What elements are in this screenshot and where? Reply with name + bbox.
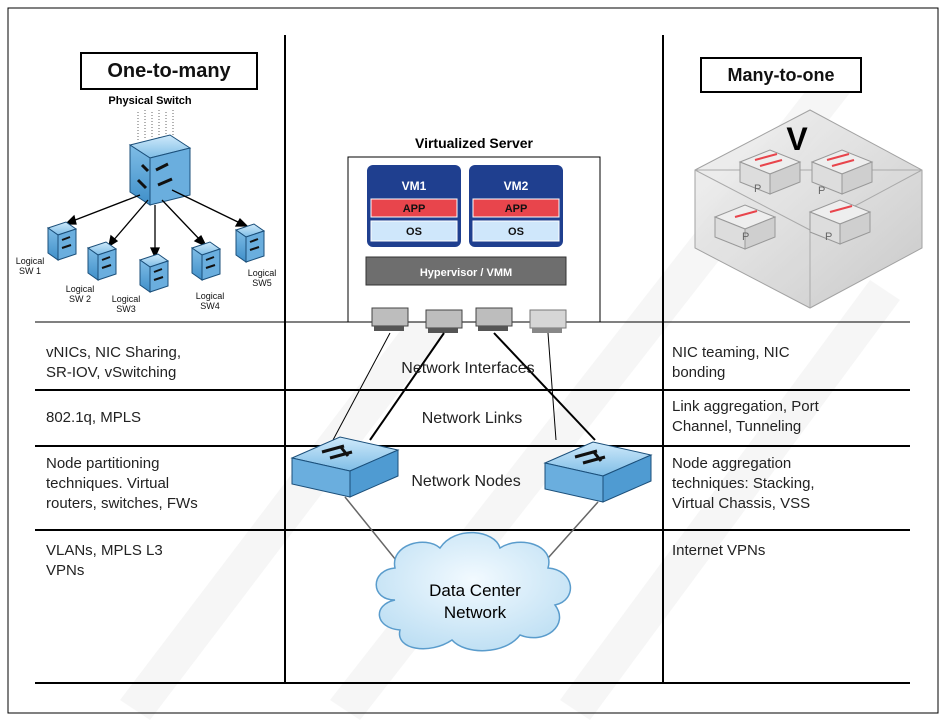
hypervisor-bar xyxy=(365,256,567,286)
right-row-1-line-1: NIC teaming, NIC xyxy=(672,344,790,361)
outer-frame xyxy=(7,7,939,714)
logical-sw4-line2: SW4 xyxy=(200,301,220,311)
hypervisor-label: Hypervisor / VMM xyxy=(420,267,512,279)
module-p-label-3: P xyxy=(742,231,749,243)
virtualized-server xyxy=(347,156,601,323)
network-node-right xyxy=(543,441,653,503)
data-center-cloud xyxy=(375,531,572,652)
cloud-label-line2: Network xyxy=(444,603,507,622)
network-node-left xyxy=(290,436,400,498)
logical-sw1-line2: SW 1 xyxy=(19,266,41,276)
right-row-1-line-2: bonding xyxy=(672,364,726,381)
left-row-4: VLANs, MPLS L3 VPNs xyxy=(46,541,163,581)
vm1-app-label: APP xyxy=(403,203,426,215)
right-row-2-line-2: Channel, Tunneling xyxy=(672,418,802,435)
right-row-4-line-1: Internet VPNs xyxy=(672,542,766,559)
network-interfaces-label: Network Interfaces xyxy=(401,360,534,377)
right-row-3-line-1: Node aggregation xyxy=(672,455,792,472)
cloud-label-line1: Data Center xyxy=(429,581,521,600)
right-row-1: NIC teaming, NIC bonding xyxy=(672,343,790,383)
nic-cards xyxy=(371,307,567,333)
logical-sw2-line1: Logical xyxy=(66,284,95,294)
table-grid xyxy=(35,35,910,684)
module-p-label-2: P xyxy=(818,185,825,197)
network-links xyxy=(332,332,596,441)
left-row-1-line-1: vNICs, NIC Sharing, xyxy=(46,344,182,361)
vm2-app-label: APP xyxy=(505,203,528,215)
logical-switch-labels: Logical SW 1 Logical SW 2 Logical SW3 Lo… xyxy=(16,256,277,314)
left-row-1: vNICs, NIC Sharing, SR-IOV, vSwitching xyxy=(46,343,181,383)
left-row-3-line-3: routers, switches, FWs xyxy=(46,495,198,512)
one-to-many-header: One-to-many xyxy=(80,52,258,90)
left-row-2: 802.1q, MPLS xyxy=(46,408,141,428)
right-row-3-line-3: Virtual Chassis, VSS xyxy=(672,495,811,512)
vm1-label: VM1 xyxy=(402,179,427,193)
left-row-1-line-2: SR-IOV, vSwitching xyxy=(46,364,177,381)
network-nodes-label: Network Nodes xyxy=(411,473,520,490)
module-p-label-1: P xyxy=(754,183,761,195)
vm2-os-label: OS xyxy=(508,226,524,238)
vm1-app-box xyxy=(370,198,458,218)
logical-sw1-line1: Logical xyxy=(16,256,45,266)
left-row-3-line-1: Node partitioning xyxy=(46,455,160,472)
logical-sw3-line2: SW3 xyxy=(116,304,136,314)
vm2-os-box xyxy=(472,220,560,242)
logical-switch-icons xyxy=(46,221,266,293)
network-links-label: Network Links xyxy=(422,410,522,427)
vm1-os-label: OS xyxy=(406,226,422,238)
right-row-3-line-2: techniques: Stacking, xyxy=(672,475,815,492)
vm1-os-box xyxy=(370,220,458,242)
many-to-one-v-label: V xyxy=(786,121,808,157)
logical-sw3-line1: Logical xyxy=(112,294,141,304)
vm2-label: VM2 xyxy=(504,179,529,193)
right-row-2: Link aggregation, Port Channel, Tunnelin… xyxy=(672,397,819,437)
logical-sw2-line2: SW 2 xyxy=(69,294,91,304)
many-to-one-header: Many-to-one xyxy=(700,57,862,93)
module-p-label-4: P xyxy=(825,231,832,243)
server-title: Virtualized Server xyxy=(415,135,534,151)
right-row-2-line-1: Link aggregation, Port xyxy=(672,398,819,415)
logical-sw4-line1: Logical xyxy=(196,291,225,301)
logical-sw5-line1: Logical xyxy=(248,268,277,278)
left-row-3: Node partitioning techniques. Virtual ro… xyxy=(46,454,198,514)
logical-sw5-line2: SW5 xyxy=(252,278,272,288)
physical-switch-title: Physical Switch xyxy=(108,95,191,107)
logical-arrows xyxy=(64,189,249,259)
left-row-3-line-2: techniques. Virtual xyxy=(46,475,170,492)
physical-switch-icon xyxy=(128,110,192,206)
left-row-4-line-2: VPNs xyxy=(46,562,85,579)
left-row-2-line-1: 802.1q, MPLS xyxy=(46,409,142,426)
right-row-3: Node aggregation techniques: Stacking, V… xyxy=(672,454,815,514)
right-row-4: Internet VPNs xyxy=(672,541,765,561)
many-to-one-icon xyxy=(694,109,923,309)
vm2-app-box xyxy=(472,198,560,218)
left-row-4-line-1: VLANs, MPLS L3 xyxy=(46,542,163,559)
